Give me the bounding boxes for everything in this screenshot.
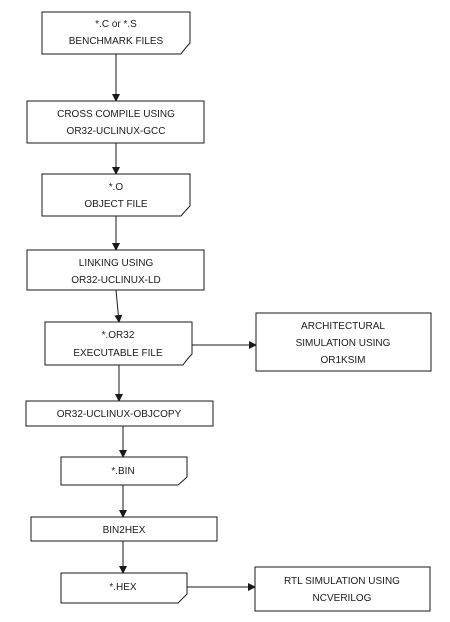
node-label-line: EXECUTABLE FILE (73, 348, 163, 359)
node-label-line: OR1KSIM (320, 355, 365, 366)
document-shape (60, 572, 188, 604)
node-label-line: ARCHITECTURAL (301, 321, 385, 332)
node-label-line: LINKING USING (79, 258, 154, 269)
node-label-line: CROSS COMPILE USING (57, 109, 175, 120)
document-shape (44, 321, 193, 366)
bin2hex-node: BIN2HEX (30, 516, 218, 542)
node-label-line: RTL SIMULATION USING (284, 576, 400, 587)
cross-compile-node: CROSS COMPILE USING OR32-UCLINUX-GCC (26, 100, 205, 144)
node-label-line: SIMULATION USING (296, 338, 391, 349)
node-label-line: OR32-UCLINUX-LD (71, 275, 160, 286)
rtl-simulation-node: RTL SIMULATION USING NCVERILOG (254, 566, 431, 612)
object-file-node: *.O OBJECT FILE (41, 173, 191, 217)
node-label-line: OR32-UCLINUX-OBJCOPY (57, 409, 182, 420)
node-label-line: *.O (109, 182, 124, 193)
process-box (26, 100, 205, 144)
arrow-linking-to-executable-file (114, 289, 123, 323)
process-box (255, 312, 432, 372)
connectors (112, 52, 257, 591)
process-box (26, 249, 205, 291)
bin-file-node: *.BIN (60, 456, 188, 486)
hex-file-node: *.HEX (60, 572, 188, 604)
node-label-line: *.C or *.S (95, 19, 137, 30)
node-label-line: *.BIN (111, 466, 134, 477)
node-label-line: OR32-UCLINUX-GCC (67, 126, 166, 137)
document-shape (41, 173, 191, 217)
node-label-line: *.HEX (109, 582, 137, 593)
arch-simulation-node: ARCHITECTURAL SIMULATION USING OR1KSIM (255, 312, 432, 372)
executable-file-node: *.OR32 EXECUTABLE FILE (44, 321, 193, 366)
document-shape (60, 456, 188, 486)
node-label-line: OBJECT FILE (84, 199, 147, 210)
node-label-line: *.OR32 (102, 330, 135, 341)
process-box (30, 516, 218, 542)
node-label-line: BIN2HEX (103, 525, 146, 536)
objcopy-node: OR32-UCLINUX-OBJCOPY (25, 400, 214, 427)
document-shape (41, 11, 191, 55)
process-box (254, 566, 431, 612)
node-label-line: NCVERILOG (313, 593, 372, 604)
linking-node: LINKING USING OR32-UCLINUX-LD (26, 249, 205, 291)
benchmark-files-node: *.C or *.S BENCHMARK FILES (41, 11, 191, 55)
node-label-line: BENCHMARK FILES (69, 36, 164, 47)
process-box (25, 400, 214, 427)
